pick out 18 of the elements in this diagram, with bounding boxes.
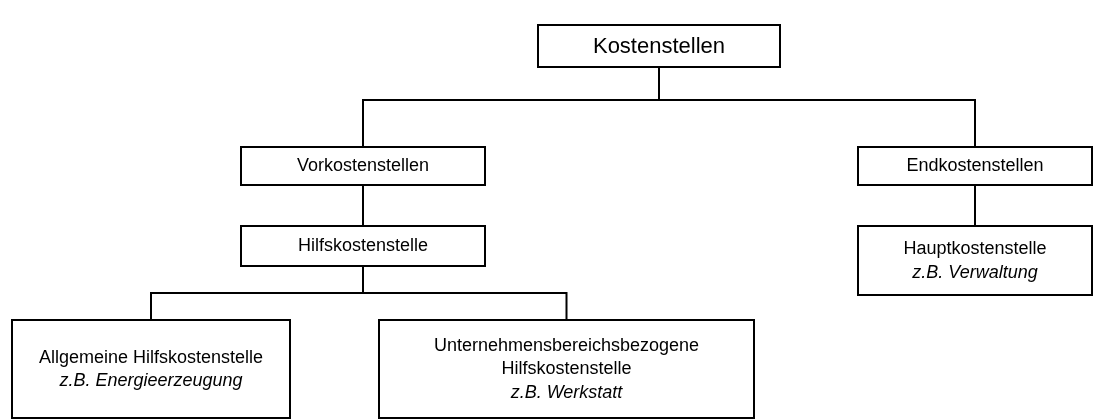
connector-line (362, 185, 364, 226)
org-box (857, 146, 1093, 186)
org-box (240, 225, 486, 267)
box-title: Vorkostenstellen (296, 154, 430, 178)
connector-line (974, 185, 976, 226)
example-text: z.B. Energieerzeugung (59, 369, 243, 392)
example-text: z.B. Verwaltung (912, 260, 1038, 284)
org-box (537, 24, 781, 68)
box-title: Kostenstellen (592, 31, 726, 60)
example-text: z.B. Werkstatt (510, 380, 623, 404)
box-title: Hilfskostenstelle (297, 234, 429, 258)
org-box (11, 319, 291, 419)
box-title: Endkostenstellen (906, 154, 1044, 178)
org-box (240, 146, 486, 186)
box-title: Allgemeine Hilfskostenstelle (38, 345, 264, 369)
box-title: Hauptkostenstelle (903, 237, 1047, 261)
org-box (857, 225, 1093, 296)
org-box (378, 319, 755, 419)
